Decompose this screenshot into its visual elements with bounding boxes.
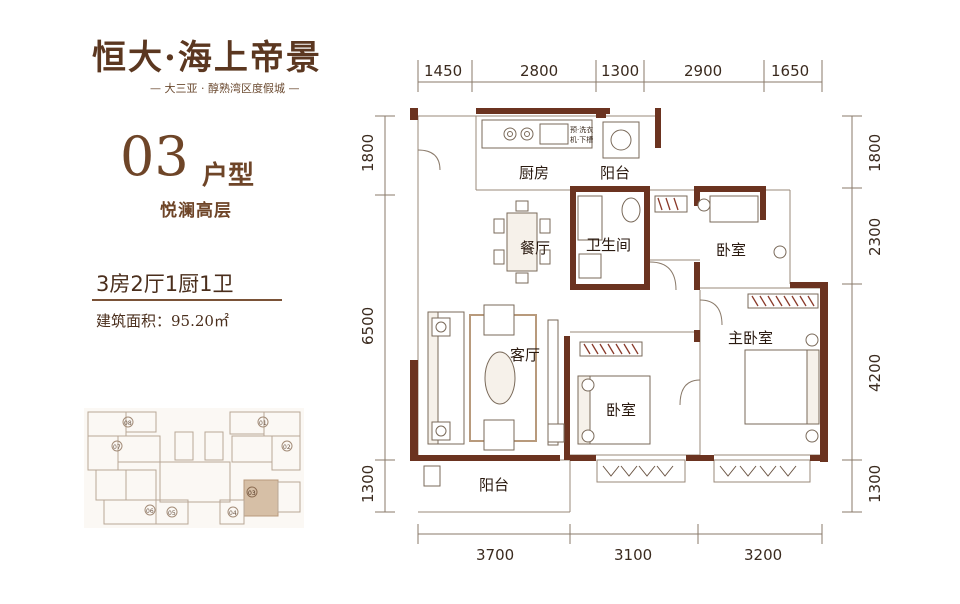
keyplan-label: 05 bbox=[168, 510, 176, 517]
dining-table bbox=[506, 212, 538, 272]
dim-bottom-2: 3100 bbox=[614, 546, 652, 564]
room-living: 客厅 bbox=[510, 346, 540, 364]
key-plan bbox=[84, 408, 304, 528]
armchair-icon bbox=[483, 419, 515, 451]
dimension-lines bbox=[375, 60, 862, 544]
bed-icon bbox=[709, 195, 759, 223]
layout-type: 3房2厅1厨1卫 bbox=[96, 272, 234, 296]
dining-chair bbox=[539, 249, 551, 265]
balcony-cabinet bbox=[423, 465, 441, 487]
master-wardrobe bbox=[747, 293, 819, 309]
keyplan-label: 01 bbox=[259, 420, 267, 427]
furniture bbox=[423, 119, 820, 487]
dim-right-3: 4200 bbox=[866, 354, 884, 392]
brand-logo-text: 恒大·海上帝景 bbox=[92, 38, 322, 78]
window-markers bbox=[602, 465, 797, 477]
info-panel: 恒大·海上帝景 — 大三亚 · 醇熟湾区度假城 — 03 户型 悦澜高层 3房2… bbox=[0, 0, 380, 600]
room-balcony-bottom: 阳台 bbox=[479, 476, 509, 494]
shower-icon bbox=[577, 195, 603, 241]
cooktop-icon bbox=[503, 127, 534, 141]
dim-bottom-3: 3200 bbox=[744, 546, 782, 564]
armchair-icon bbox=[483, 304, 515, 336]
tv-cabinet bbox=[547, 319, 559, 446]
dim-right-1: 1800 bbox=[866, 134, 884, 172]
dim-top-4: 2900 bbox=[684, 62, 722, 80]
kitchen-counter bbox=[481, 119, 593, 149]
keyplan-label: 02 bbox=[283, 444, 291, 451]
room-dining: 餐厅 bbox=[520, 239, 550, 257]
keyplan-label: 06 bbox=[146, 508, 154, 515]
dim-top-1: 1450 bbox=[424, 62, 462, 80]
dim-left-2: 6500 bbox=[359, 307, 377, 345]
dining-chair bbox=[493, 218, 505, 234]
keyplan-label: 07 bbox=[113, 444, 121, 451]
toilet-icon bbox=[621, 197, 641, 223]
master-bed-icon bbox=[744, 349, 818, 425]
room-kitchen: 厨房 bbox=[519, 164, 549, 182]
dim-left-3: 1300 bbox=[359, 465, 377, 503]
basin-icon bbox=[578, 253, 602, 279]
dim-top-3: 1300 bbox=[601, 62, 639, 80]
dining-chair bbox=[539, 218, 551, 234]
appliance-label-2: 机·下槽 bbox=[570, 135, 593, 144]
key-plan-labels: 08 07 06 05 04 03 02 01 bbox=[111, 416, 293, 518]
dim-right-2: 2300 bbox=[866, 218, 884, 256]
dining-chair bbox=[493, 249, 505, 265]
appliance-label-1: 预·洗衣 bbox=[570, 125, 593, 134]
room-balcony-top: 阳台 bbox=[600, 164, 630, 182]
keyplan-label: 04 bbox=[229, 510, 237, 517]
unit-code: 03 bbox=[120, 125, 189, 188]
room-labels: 厨房 阳台 餐厅 卫生间 卧室 客厅 主卧室 卧室 阳台 bbox=[479, 164, 773, 494]
dimension-labels: 1450 2800 1300 2900 1650 3700 3100 3200 … bbox=[359, 62, 884, 564]
walls bbox=[410, 108, 828, 462]
room-bedroom-bottom: 卧室 bbox=[606, 401, 636, 419]
dim-bottom-1: 3700 bbox=[476, 546, 514, 564]
unit-series: 悦澜高层 bbox=[160, 201, 232, 221]
unit-suffix: 户型 bbox=[202, 161, 255, 191]
keyplan-label-highlight: 03 bbox=[248, 490, 256, 497]
brand-tagline: — 大三亚 · 醇熟湾区度假城 — bbox=[150, 82, 300, 95]
coffee-table bbox=[484, 351, 516, 405]
dining-chair bbox=[515, 272, 529, 284]
hanger-marks bbox=[583, 197, 815, 355]
floor-area: 建筑面积：95.20㎡ bbox=[96, 312, 229, 330]
ac-unit-icon bbox=[547, 423, 565, 443]
room-bedroom-right: 卧室 bbox=[716, 241, 746, 259]
door-swings bbox=[417, 149, 723, 406]
divider bbox=[92, 299, 282, 301]
dim-left-1: 1800 bbox=[359, 134, 377, 172]
wardrobe-icon bbox=[654, 195, 688, 213]
dining-chair bbox=[515, 200, 529, 212]
room-bathroom: 卫生间 bbox=[586, 236, 631, 254]
keyplan-label: 08 bbox=[124, 420, 132, 427]
sink-icon bbox=[539, 123, 569, 145]
dim-right-4: 1300 bbox=[866, 465, 884, 503]
dim-top-5: 1650 bbox=[771, 62, 809, 80]
room-master: 主卧室 bbox=[728, 329, 773, 347]
dim-top-2: 2800 bbox=[520, 62, 558, 80]
